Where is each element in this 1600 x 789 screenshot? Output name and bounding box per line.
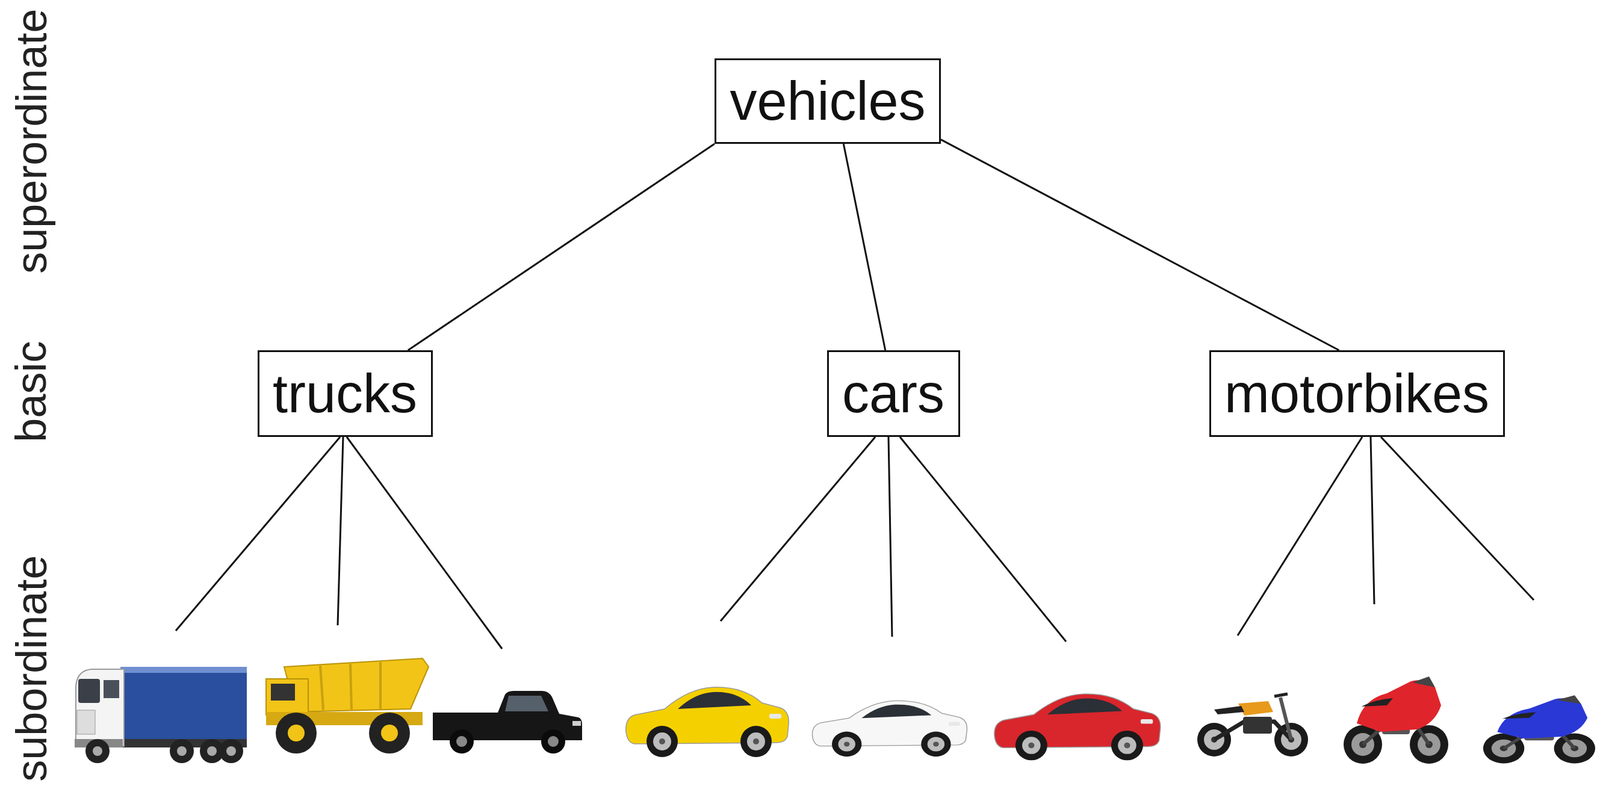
category-name: vehicles <box>729 71 926 132</box>
hierarchy-line <box>940 139 1340 351</box>
red-sport-bike-picture <box>1343 676 1449 764</box>
category-box: cars <box>827 350 961 438</box>
white-coupe-picture <box>812 700 967 757</box>
level-label: superordinate <box>7 8 56 274</box>
category-box: trucks <box>257 350 433 438</box>
hierarchy-line <box>408 143 715 351</box>
category-box: vehicles <box>714 58 941 144</box>
semi-truck-picture <box>74 666 247 764</box>
dump-truck-picture <box>266 658 429 754</box>
level-label: basic <box>7 340 55 442</box>
dirt-bike-picture <box>1197 694 1309 757</box>
red-hatchback-picture <box>994 694 1161 761</box>
category-name: motorbikes <box>1224 364 1490 424</box>
level-label: subordinate <box>7 555 56 782</box>
blue-sport-bike-picture <box>1483 695 1596 764</box>
category-name: cars <box>842 364 945 424</box>
category-name: trucks <box>272 364 418 424</box>
leader-lines <box>175 437 1534 649</box>
pickup-truck-picture <box>432 691 583 754</box>
yellow-sports-car-picture <box>626 687 789 758</box>
category-box: motorbikes <box>1209 350 1505 438</box>
hierarchy-line <box>843 143 885 351</box>
